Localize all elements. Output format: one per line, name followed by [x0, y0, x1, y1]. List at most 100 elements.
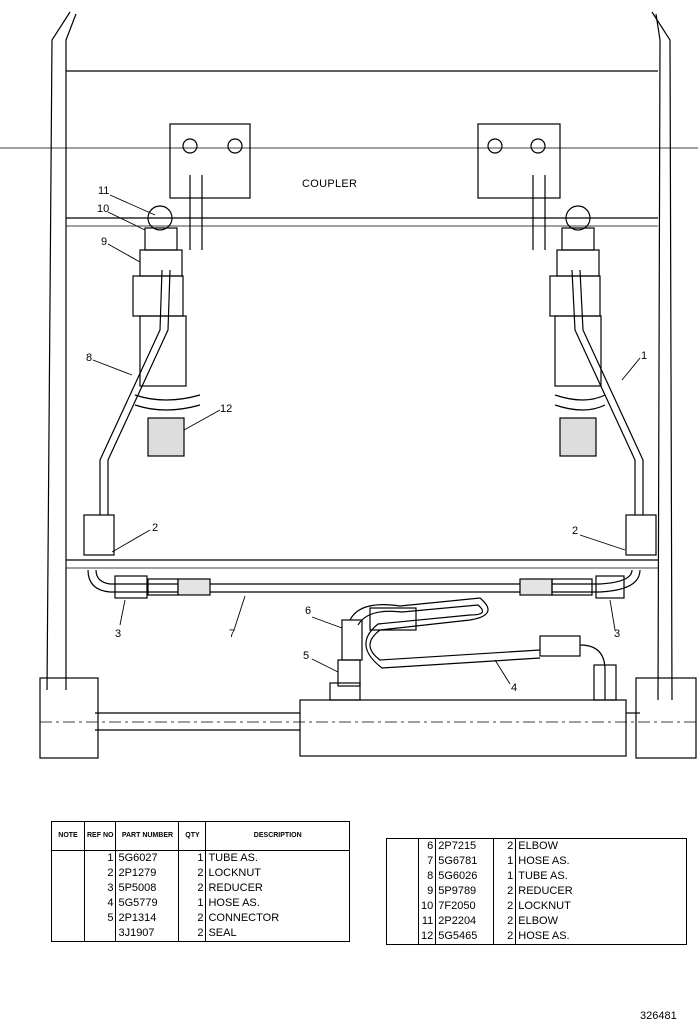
qty-cell: 1	[178, 850, 207, 866]
part-number-cell: 3J1907	[115, 926, 180, 942]
header-ref-no: REF NO	[84, 821, 117, 851]
description-cell: TUBE AS.	[518, 870, 568, 882]
description-cell: HOSE AS.	[518, 855, 570, 867]
part-number-cell: 5G6026	[435, 869, 495, 884]
callout-6: 6	[305, 605, 312, 617]
ref-cell: 11	[418, 914, 437, 929]
qty-cell: 2	[178, 866, 207, 881]
note-cell	[51, 850, 85, 866]
ref-cell: 10	[418, 899, 437, 914]
part-number-cell: 2P7215	[435, 838, 495, 854]
callout-9: 9	[101, 236, 108, 248]
callout-2-left: 2	[152, 522, 159, 534]
note-cell	[51, 866, 85, 881]
ref-cell: 6	[418, 838, 437, 854]
part-number-cell: 7F2050	[435, 899, 495, 914]
description-cell: CONNECTOR	[208, 912, 280, 924]
qty-cell: 2	[493, 884, 517, 899]
ref-cell: 3	[84, 881, 117, 896]
description-cell: TUBE AS.	[208, 852, 258, 864]
description-cell: HOSE AS.	[208, 897, 260, 909]
callout-3-right: 3	[614, 628, 621, 640]
right-coupler-bracket	[477, 123, 561, 250]
part-number-cell: 5P9789	[435, 884, 495, 899]
qty-cell: 2	[493, 914, 517, 929]
ref-cell: 7	[418, 854, 437, 869]
part-number-cell: 2P1279	[115, 866, 180, 881]
note-cell	[386, 899, 419, 914]
coupler-label: COUPLER	[302, 178, 358, 190]
note-cell	[51, 896, 85, 911]
note-cell	[51, 911, 85, 926]
description-cell: ELBOW	[518, 915, 558, 927]
document-number: 326481	[640, 1010, 677, 1022]
qty-cell: 2	[493, 929, 517, 945]
left-coupler-bracket	[169, 123, 251, 250]
qty-cell: 2	[178, 881, 207, 896]
callout-2-right: 2	[572, 525, 579, 537]
description-cell: LOCKNUT	[208, 867, 262, 879]
description-cell: REDUCER	[208, 882, 263, 894]
description-cell: REDUCER	[518, 885, 573, 897]
callout-1: 1	[641, 350, 648, 362]
ref-cell: 9	[418, 884, 437, 899]
callout-8: 8	[86, 352, 93, 364]
ref-cell: 2	[84, 866, 117, 881]
callout-10: 10	[97, 203, 110, 215]
callout-4: 4	[511, 682, 518, 694]
loop-hose	[337, 597, 617, 701]
callout-11: 11	[98, 185, 110, 197]
leader-lines	[92, 194, 641, 685]
description-cell: SEAL	[208, 927, 237, 939]
ref-cell: 5	[84, 911, 117, 926]
part-number-cell: 2P2204	[435, 914, 495, 929]
parts-table-left: NOTE REF NO PART NUMBER QTY DESCRIPTION …	[51, 821, 350, 942]
callout-3-left: 3	[115, 628, 122, 640]
note-cell	[51, 926, 85, 942]
description-cell: LOCKNUT	[518, 900, 571, 912]
qty-cell: 1	[178, 896, 207, 911]
qty-cell: 2	[178, 926, 207, 942]
part-number-cell: 5G5465	[435, 929, 495, 945]
note-cell	[386, 838, 419, 854]
qty-cell: 2	[493, 899, 517, 914]
header-part-number: PART NUMBER	[115, 821, 180, 851]
parts-table-header: NOTE REF NO PART NUMBER QTY DESCRIPTION	[51, 821, 350, 851]
part-number-cell: 5G6781	[435, 854, 495, 869]
ref-cell: 1	[84, 850, 117, 866]
left-cylinder-assembly	[83, 205, 201, 556]
callout-5: 5	[303, 650, 310, 662]
part-number-cell: 5G5779	[115, 896, 180, 911]
ref-cell: 4	[84, 896, 117, 911]
note-cell	[386, 929, 419, 945]
description-cell: HOSE AS.	[518, 930, 570, 942]
callout-7: 7	[229, 628, 236, 640]
callout-12: 12	[220, 403, 233, 415]
qty-cell: 1	[493, 869, 517, 884]
ref-cell: 8	[418, 869, 437, 884]
note-cell	[386, 884, 419, 899]
description-cell: ELBOW	[518, 840, 558, 852]
note-cell	[51, 881, 85, 896]
cross-hose	[87, 569, 641, 599]
qty-cell: 2	[493, 838, 517, 854]
right-cylinder-assembly	[549, 205, 657, 556]
ref-cell: 12	[418, 929, 437, 945]
